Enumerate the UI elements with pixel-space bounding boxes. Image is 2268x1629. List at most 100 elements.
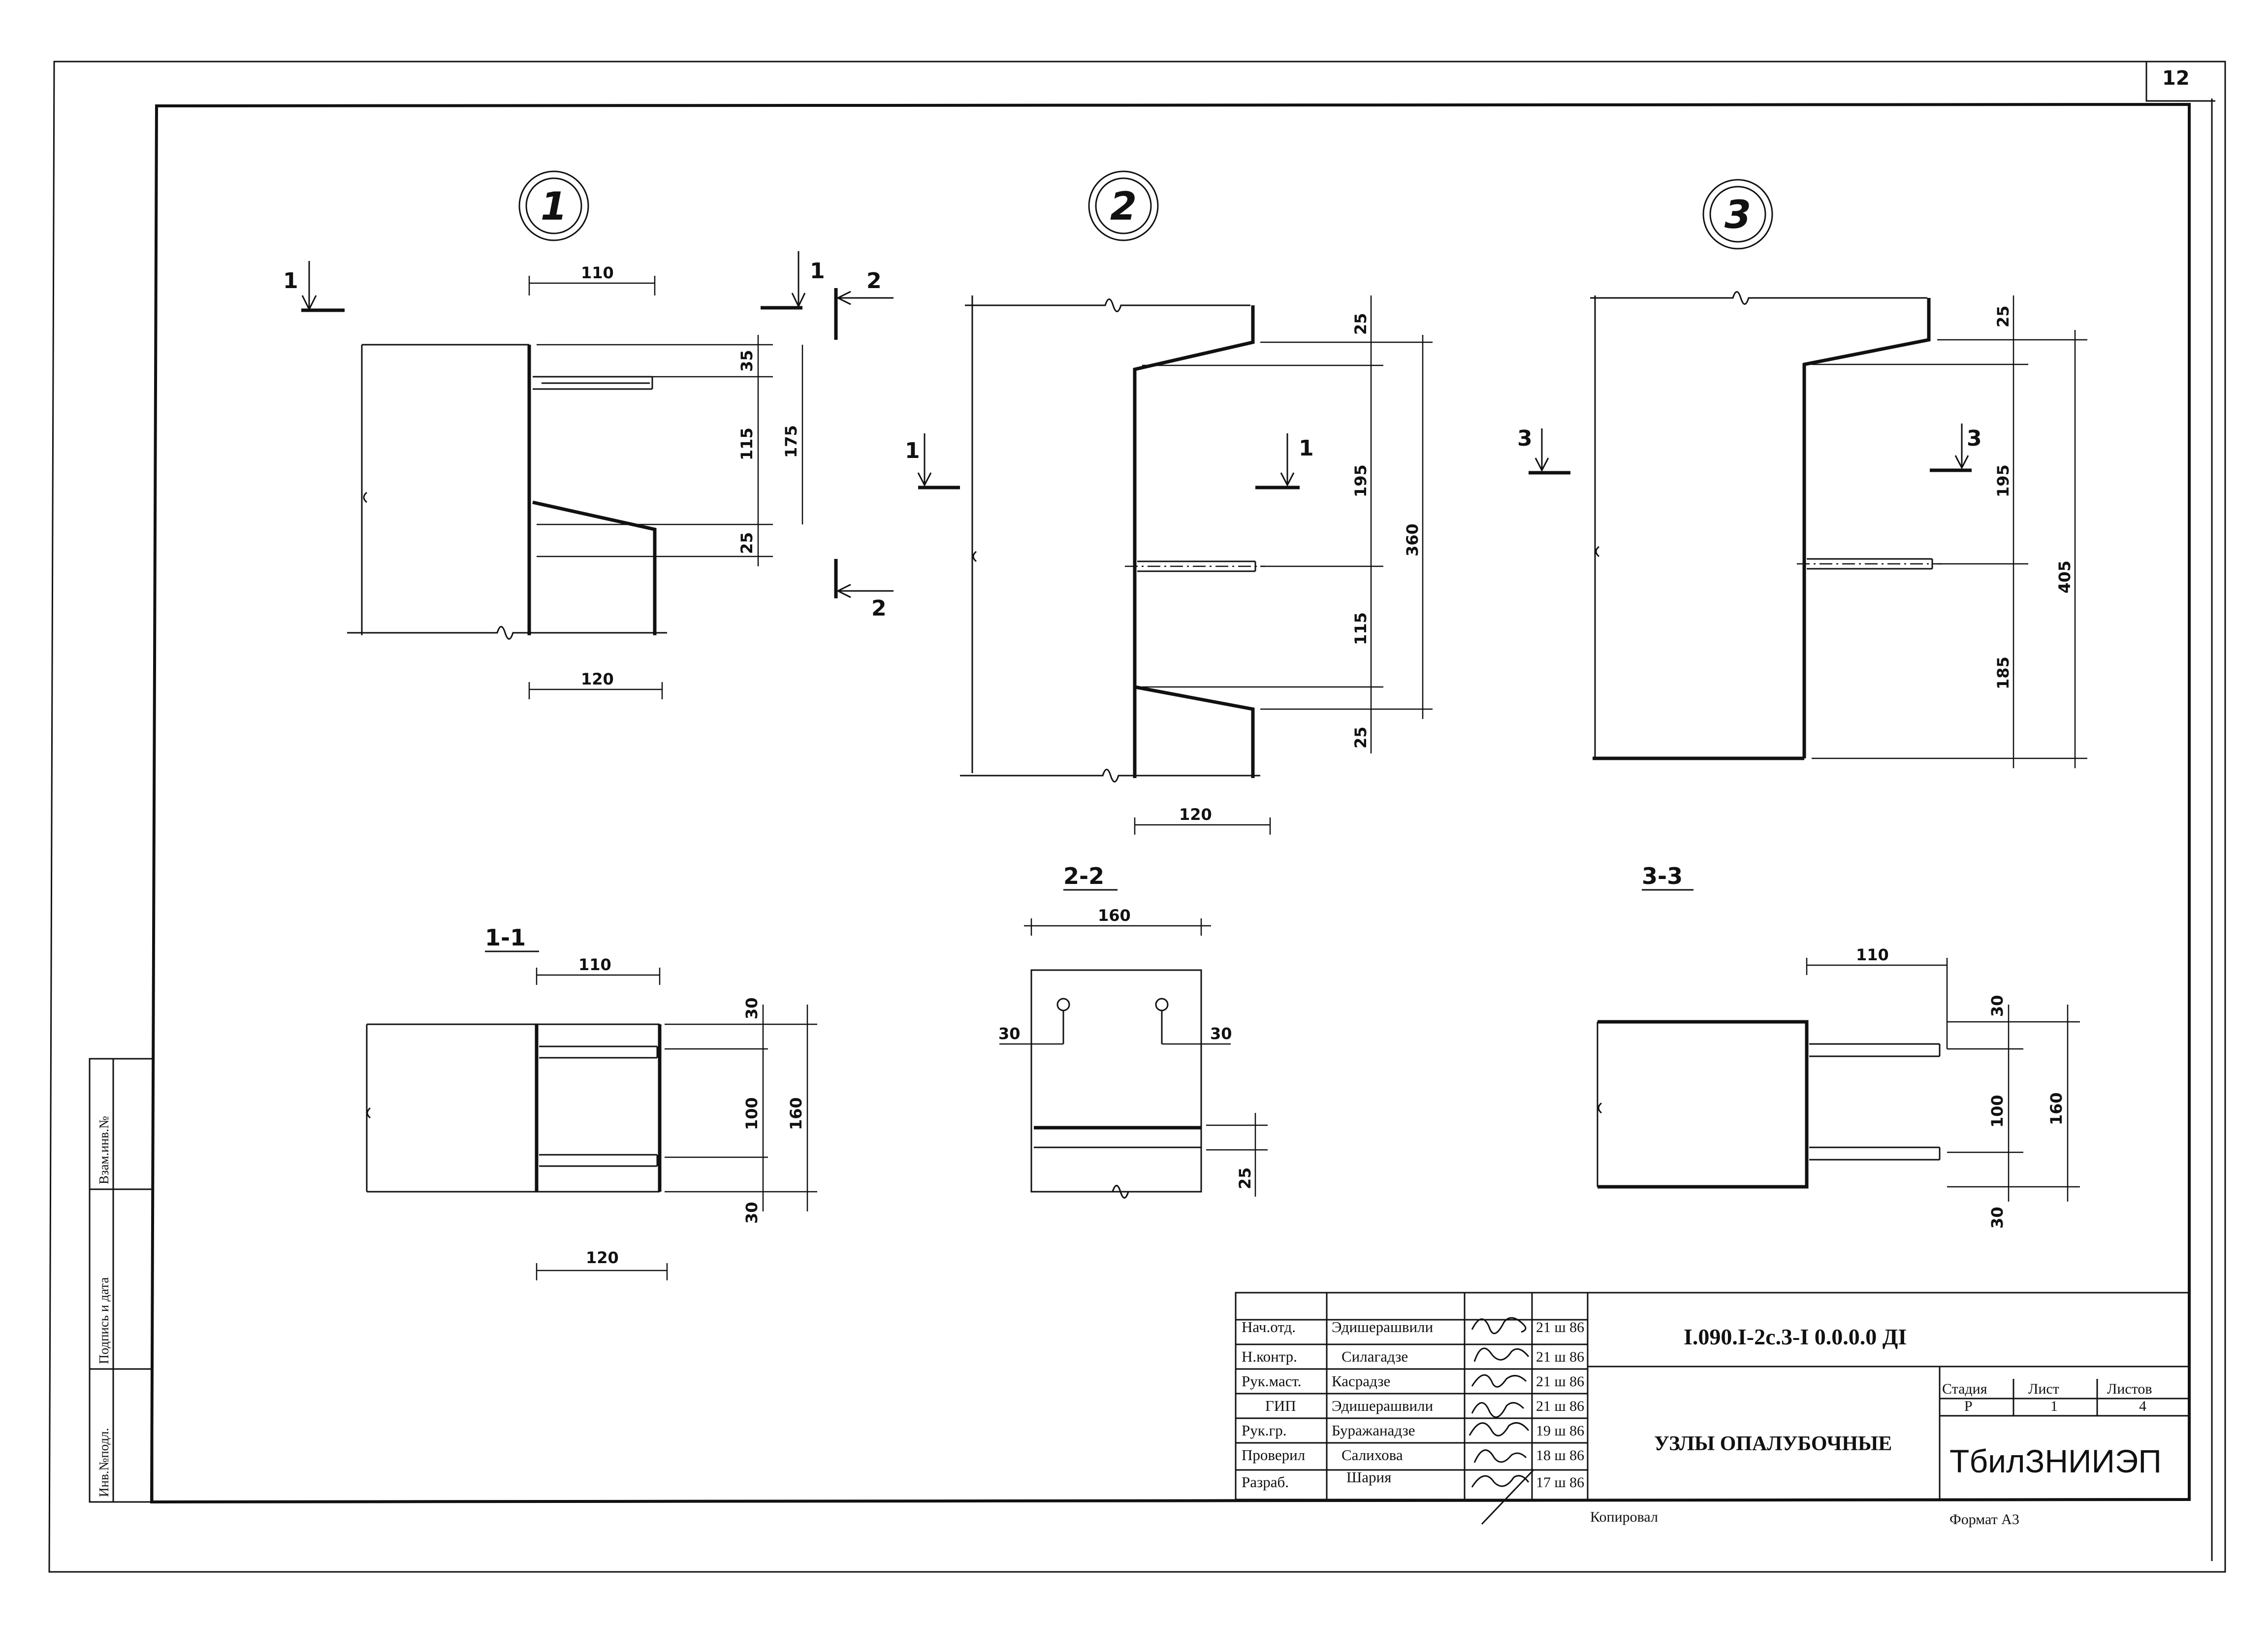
- sheets-value: 4: [2139, 1398, 2146, 1414]
- node-1-drawing: 1 1 2 2 110 120 35 115 25 175: [283, 251, 894, 699]
- row-5-date: 18 ш 86: [1536, 1447, 1584, 1464]
- stage-header: Стадия: [1942, 1381, 1987, 1397]
- section-2-2-dim-top: 160: [1098, 906, 1131, 925]
- format-label: Формат А3: [1949, 1511, 2019, 1528]
- side-stamp-signature-date: Подпись и дата: [96, 1277, 111, 1364]
- node-2-dim-25-bottom: 25: [1351, 726, 1370, 749]
- section-3-3-dim-top: 110: [1856, 945, 1889, 964]
- title-block-row-3: ГИП Эдишерашвили 21 ш 86: [1265, 1397, 1584, 1414]
- node-3-cut-3-right: 3: [1967, 426, 1982, 451]
- title-block-row-0: Нач.отд. Эдишерашвили 21 ш 86: [1242, 1318, 1584, 1336]
- row-6-role: Разраб.: [1242, 1473, 1289, 1491]
- row-4-name: Буражанадзе: [1332, 1422, 1415, 1439]
- row-0-date: 21 ш 86: [1536, 1319, 1584, 1336]
- sheet-header: Лист: [2028, 1381, 2059, 1397]
- node-callout-3: 3: [1702, 179, 1773, 250]
- copied-label: Копировал: [1590, 1509, 1658, 1525]
- row-1-role: Н.контр.: [1242, 1348, 1297, 1365]
- organization-name: ТбилЗНИИЭП: [1949, 1443, 2162, 1479]
- section-1-1-dim-100: 100: [742, 1097, 761, 1130]
- node-1-dim-top: 110: [581, 263, 614, 282]
- section-1-1: 1-1 110 120 30 100 30 160: [366, 924, 817, 1280]
- page-number: 12: [2162, 67, 2190, 90]
- node-3-cut-3-left: 3: [1517, 426, 1533, 451]
- section-1-1-dim-bottom: 120: [586, 1248, 619, 1267]
- section-1-1-title: 1-1: [485, 924, 526, 951]
- node-2-dim-360: 360: [1403, 523, 1422, 556]
- row-1-name: Силагадзе: [1342, 1348, 1408, 1365]
- node-callout-1: 1: [518, 170, 589, 241]
- node-callout-3-label: 3: [1725, 193, 1751, 237]
- row-5-name: Салихова: [1342, 1446, 1403, 1464]
- node-2-dim-bottom: 120: [1179, 805, 1212, 824]
- node-3-dim-405: 405: [2055, 560, 2074, 593]
- node-2-cut-1-left: 1: [905, 438, 920, 463]
- side-stamp: Инв.№подл. Подпись и дата Взам.инв.№: [89, 1058, 154, 1503]
- section-2-2-dim-left: 30: [998, 1024, 1021, 1043]
- node-2-dim-115: 115: [1351, 612, 1370, 645]
- node-1-dim-35: 35: [737, 350, 756, 372]
- title-block-row-6: Разраб. Шария 17 ш 86: [1242, 1468, 1584, 1491]
- drawing-title: УЗЛЫ ОПАЛУБОЧНЫЕ: [1654, 1433, 1892, 1455]
- node-1-cut-2-top: 2: [866, 268, 882, 293]
- node-2-dim-25-top: 25: [1351, 313, 1370, 335]
- section-2-2: 2-2 160 30 30 25: [998, 863, 1268, 1199]
- node-3-dim-185: 185: [1994, 656, 2012, 689]
- section-3-3-dim-160: 160: [2047, 1092, 2066, 1125]
- node-2-cut-1-right: 1: [1299, 436, 1314, 461]
- row-3-date: 21 ш 86: [1536, 1398, 1584, 1414]
- sheet-value: 1: [2050, 1398, 2058, 1414]
- row-6-date: 17 ш 86: [1536, 1474, 1584, 1491]
- node-1-cut-2-bottom: 2: [871, 596, 887, 621]
- stage-value: Р: [1964, 1398, 1973, 1414]
- sheets-header: Листов: [2107, 1381, 2152, 1397]
- section-1-1-dim-160: 160: [787, 1097, 805, 1130]
- node-callout-2-label: 2: [1110, 185, 1137, 229]
- node-callout-2: 2: [1088, 170, 1159, 241]
- title-block: Нач.отд. Эдишерашвили 21 ш 86 Н.контр. С…: [1235, 1292, 2190, 1525]
- signatures: [1469, 1317, 1534, 1525]
- node-1-dim-115: 115: [737, 427, 756, 460]
- row-1-date: 21 ш 86: [1536, 1349, 1584, 1365]
- row-3-name: Эдишерашвили: [1332, 1397, 1433, 1414]
- document-code: I.090.I-2с.3-I 0.0.0.0 ДI: [1684, 1324, 1907, 1349]
- row-0-name: Эдишерашвили: [1332, 1318, 1433, 1336]
- section-2-2-dim-right: 30: [1210, 1024, 1232, 1043]
- section-2-2-title: 2-2: [1063, 863, 1104, 889]
- row-2-name: Касрадзе: [1332, 1372, 1390, 1390]
- section-3-3: 3-3 110 30 100 30 160: [1597, 863, 2080, 1229]
- section-3-3-dim-100: 100: [1988, 1095, 2007, 1128]
- node-3-drawing: 3 3 25 195 405 185: [1517, 291, 2087, 768]
- node-callout-1-label: 1: [541, 185, 567, 229]
- title-block-row-2: Рук.маст. Касрадзе 21 ш 86: [1242, 1372, 1584, 1390]
- section-1-1-dim-top: 110: [578, 955, 611, 974]
- node-3-dim-195: 195: [1994, 464, 2012, 497]
- side-stamp-inv-original: Инв.№подл.: [96, 1428, 111, 1497]
- node-1-cut-1-right: 1: [810, 259, 825, 284]
- node-1-dim-175: 175: [782, 425, 800, 458]
- row-5-role: Проверил: [1242, 1446, 1305, 1464]
- node-1-dim-bottom: 120: [581, 670, 614, 688]
- section-1-1-dim-30-bottom: 30: [742, 1202, 761, 1224]
- row-4-date: 19 ш 86: [1536, 1423, 1584, 1439]
- node-2-drawing: 1 1 120 25 195 360 115 25: [905, 295, 1433, 835]
- node-3-dim-25: 25: [1994, 305, 2012, 327]
- node-1-cut-1-left: 1: [283, 268, 298, 293]
- section-2-2-dim-25: 25: [1236, 1167, 1254, 1189]
- section-1-1-dim-30-top: 30: [742, 997, 761, 1019]
- row-6-name: Шария: [1346, 1468, 1391, 1486]
- node-1-dim-25: 25: [737, 532, 756, 554]
- title-block-row-4: Рук.гр. Буражанадзе 19 ш 86: [1242, 1422, 1584, 1439]
- row-4-role: Рук.гр.: [1242, 1422, 1287, 1439]
- title-block-row-1: Н.контр. Силагадзе 21 ш 86: [1242, 1348, 1584, 1365]
- row-2-date: 21 ш 86: [1536, 1373, 1584, 1390]
- section-3-3-title: 3-3: [1642, 863, 1683, 889]
- row-2-role: Рук.маст.: [1242, 1372, 1301, 1390]
- side-stamp-replaced-inv: Взам.инв.№: [96, 1116, 111, 1184]
- node-2-dim-195: 195: [1351, 464, 1370, 497]
- row-3-role: ГИП: [1265, 1397, 1296, 1414]
- row-0-role: Нач.отд.: [1242, 1318, 1296, 1336]
- title-block-row-5: Проверил Салихова 18 ш 86: [1242, 1446, 1584, 1464]
- section-3-3-dim-30-bottom: 30: [1988, 1206, 2007, 1229]
